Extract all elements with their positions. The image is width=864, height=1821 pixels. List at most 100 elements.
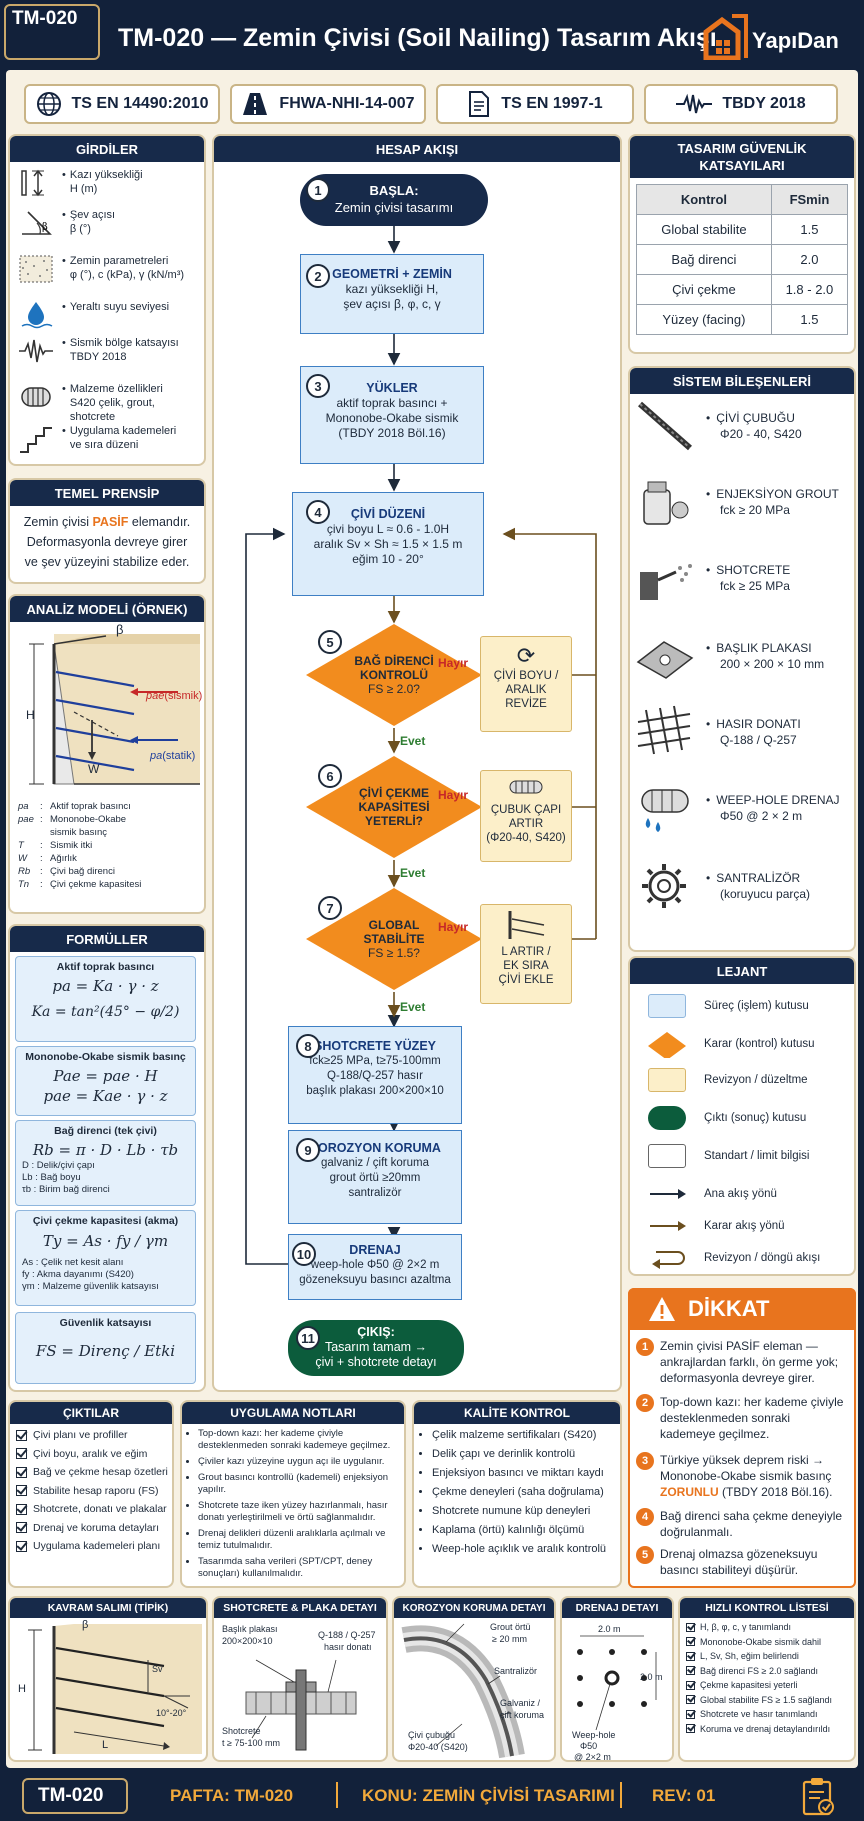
checkbox-icon <box>16 1485 27 1497</box>
detail-3-title: KOROZYON KORUMA DETAYI <box>394 1598 554 1618</box>
warning-text-4: Bağ direnci saha çekme deneyiyle doğrula… <box>660 1509 843 1539</box>
detail-1-beta: β <box>82 1619 89 1631</box>
component-text: •SANTRALİZÖR(koruyucu parça) <box>706 870 810 902</box>
formula-4-l3: γm : Malzeme güvenlik katsayısı <box>22 1281 159 1292</box>
component-spec: fck ≥ 20 MPa <box>720 503 790 517</box>
safety-cell-k-1: Bağ direnci <box>636 244 772 275</box>
list-item: Grout basıncı kontrollü (kademeli) enjek… <box>198 1472 402 1496</box>
model-legend-text: Ağırlık <box>50 853 77 864</box>
legend-label-6: Karar akış yönü <box>704 1220 785 1232</box>
warning-num-3: 3 <box>636 1452 654 1470</box>
legend-title: LEJANT <box>630 958 854 984</box>
flow-step-2-box: GEOMETRİ + ZEMİN kazı yüksekliği H, şev … <box>300 254 484 334</box>
flow-revision-6-l2: ARTIR <box>508 818 544 830</box>
formula-4-title: Çivi çekme kapasitesi (akma) <box>32 1215 179 1227</box>
bullet: • <box>706 487 711 501</box>
soil-icon <box>19 255 53 283</box>
header-tag-text: TM-020 <box>12 8 78 29</box>
list-item: L, Sv, Sh, eğim belirlendi <box>686 1649 854 1664</box>
model-legend-symbol: W <box>18 853 27 864</box>
component-spec: Q-188 / Q-257 <box>720 733 797 747</box>
bullet: • <box>706 563 711 577</box>
checkbox-icon <box>686 1695 695 1705</box>
list-item: Uygulama kademeleri planı <box>16 1537 172 1556</box>
flow-step-5-number: 5 <box>318 630 342 654</box>
component-name: •BAŞLIK PLAKASI <box>706 640 824 656</box>
legend-shape-process <box>648 994 686 1018</box>
list-item: Çelik malzeme sertifikaları (S420) <box>432 1426 618 1445</box>
bullet: • <box>706 641 711 655</box>
flow-step-2-number: 2 <box>306 264 330 288</box>
component-label: HASIR DONATI <box>716 717 801 731</box>
warning-num-4: 4 <box>636 1508 654 1526</box>
flow-start-title: BAŞLA: <box>369 183 419 198</box>
detail-5-panel: HIZLI KONTROL LİSTESİ <box>678 1596 856 1762</box>
formula-2-title: Mononobe-Okabe sismik basınç <box>25 1051 186 1063</box>
list-item: Global stabilite FS ≥ 1.5 sağlandı <box>686 1693 854 1708</box>
clipboard-check-icon <box>802 1778 834 1816</box>
output-label: Drenaj ve koruma detayları <box>33 1521 160 1534</box>
flow-step-4-title: ÇİVİ DÜZENİ <box>350 507 426 521</box>
model-legend-text: Sismik itki <box>50 840 93 851</box>
checkbox-icon <box>686 1622 695 1632</box>
list-item: Shotcrete numune küp deneyleri <box>432 1502 618 1521</box>
list-item: Bağ direnci FS ≥ 2.0 sağlandı <box>686 1664 854 1679</box>
standard-label-2: FHWA-NHI-14-007 <box>279 95 415 112</box>
safety-cell-v-0: 1.5 <box>770 214 849 245</box>
model-legend-text: Çivi çekme kapasitesi <box>50 879 142 890</box>
outputs-title: ÇIKTILAR <box>10 1402 172 1424</box>
flow-decision-7-shape <box>306 888 482 990</box>
detail-2-mesh-1: Q-188 / Q-257 <box>318 1630 376 1640</box>
flow-no-label-6: Hayır <box>438 788 469 802</box>
warning-panel <box>628 1288 856 1588</box>
grout-pump-icon <box>643 481 689 525</box>
bullet: • <box>706 793 711 807</box>
detail-4-weep-3: @ 2×2 m <box>574 1752 611 1762</box>
list-item: sismik basınç <box>18 826 198 839</box>
model-legend-colon: : <box>40 853 43 864</box>
head-plate-icon <box>636 641 694 679</box>
footer-konu: KONU: ZEMİN ÇİVİSİ TASARIMI <box>362 1786 615 1805</box>
model-pa-symbol: pa <box>150 750 163 762</box>
model-pae-tag: (sismik) <box>164 690 203 702</box>
input-sub-2: β (°) <box>69 223 91 235</box>
principle-panel: TEMEL PRENSİP <box>8 478 206 584</box>
list-item: Shotcrete taze iken yüzey hazırlanmalı, … <box>198 1500 402 1524</box>
warning-text-3-kw: ZORUNLU <box>660 1485 719 1499</box>
safety-title: TASARIM GÜVENLİK KATSAYILARI <box>630 136 854 178</box>
component-name: •ÇİVİ ÇUBUĞU <box>706 410 802 426</box>
component-label: SANTRALİZÖR <box>716 871 801 885</box>
flow-end-terminal: ÇIKIŞ: Tasarım tamam → çivi + shotcrete … <box>288 1320 464 1376</box>
input-label-1: Kazı yüksekliği <box>69 169 143 181</box>
formula-2-a: Pae = pae · H <box>53 1067 158 1085</box>
detail-2-mesh-2: hasır donatı <box>324 1642 372 1652</box>
flow-step-3-number: 3 <box>306 374 330 398</box>
document-icon <box>469 91 490 117</box>
shotcrete-spray-icon <box>640 564 692 600</box>
list-item: Enjeksiyon basıncı ve miktarı kaydı <box>432 1464 618 1483</box>
flow-step-2-b1: kazı yüksekliği H, <box>345 282 439 296</box>
flow-step-4-b2: aralık Sv × Sh ≈ 1.5 × 1.5 m <box>313 537 463 551</box>
legend-item-standard: Standart / limit bilgisi <box>648 1144 809 1168</box>
model-pae: pae(sismik) <box>146 690 202 702</box>
input-label-3: Zemin parametreleri <box>69 255 169 267</box>
flow-decision-7-q: FS ≥ 1.5? <box>368 946 420 960</box>
formula-tensile-capacity: Çivi çekme kapasitesi (akma) Ty = As · f… <box>15 1210 196 1306</box>
input-sub-1: H (m) <box>69 183 98 195</box>
formula-5-title: Güvenlik katsayısı <box>59 1317 152 1329</box>
logo-text: YapıDan <box>752 28 839 53</box>
model-pa-tag: (statik) <box>162 750 196 762</box>
list-item: H, β, φ, c, γ tanımlandı <box>686 1620 854 1635</box>
formula-5-a: FS = Direnç / Etki <box>35 1342 176 1360</box>
warning-text-5: Drenaj olmazsa gözeneksuyu basıncı stabi… <box>660 1547 818 1577</box>
flow-decision-5-shape <box>306 624 482 726</box>
flow-yes-label-6: Evet <box>400 866 426 880</box>
